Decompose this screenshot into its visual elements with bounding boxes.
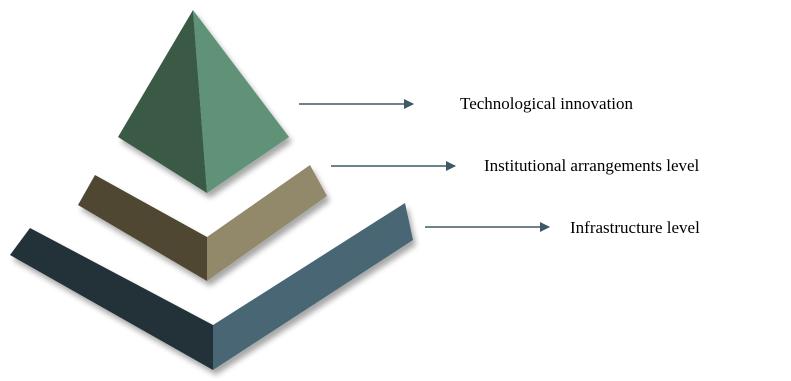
infrastructure-chevron-right xyxy=(213,203,413,370)
institutional-chevron-right xyxy=(207,165,327,281)
institutional-chevron-left xyxy=(78,175,207,281)
pyramid-left-face xyxy=(118,10,207,193)
technology-pyramid xyxy=(118,10,289,193)
label-institutional-level: Institutional arrangements level xyxy=(484,156,700,175)
infrastructure-chevron-left xyxy=(10,228,213,370)
infrastructure-chevron xyxy=(10,203,413,370)
institutional-chevron xyxy=(78,165,327,281)
label-technological-innovation: Technological innovation xyxy=(460,94,634,113)
pyramid-right-face xyxy=(193,10,289,193)
label-infrastructure-level: Infrastructure level xyxy=(570,218,700,237)
